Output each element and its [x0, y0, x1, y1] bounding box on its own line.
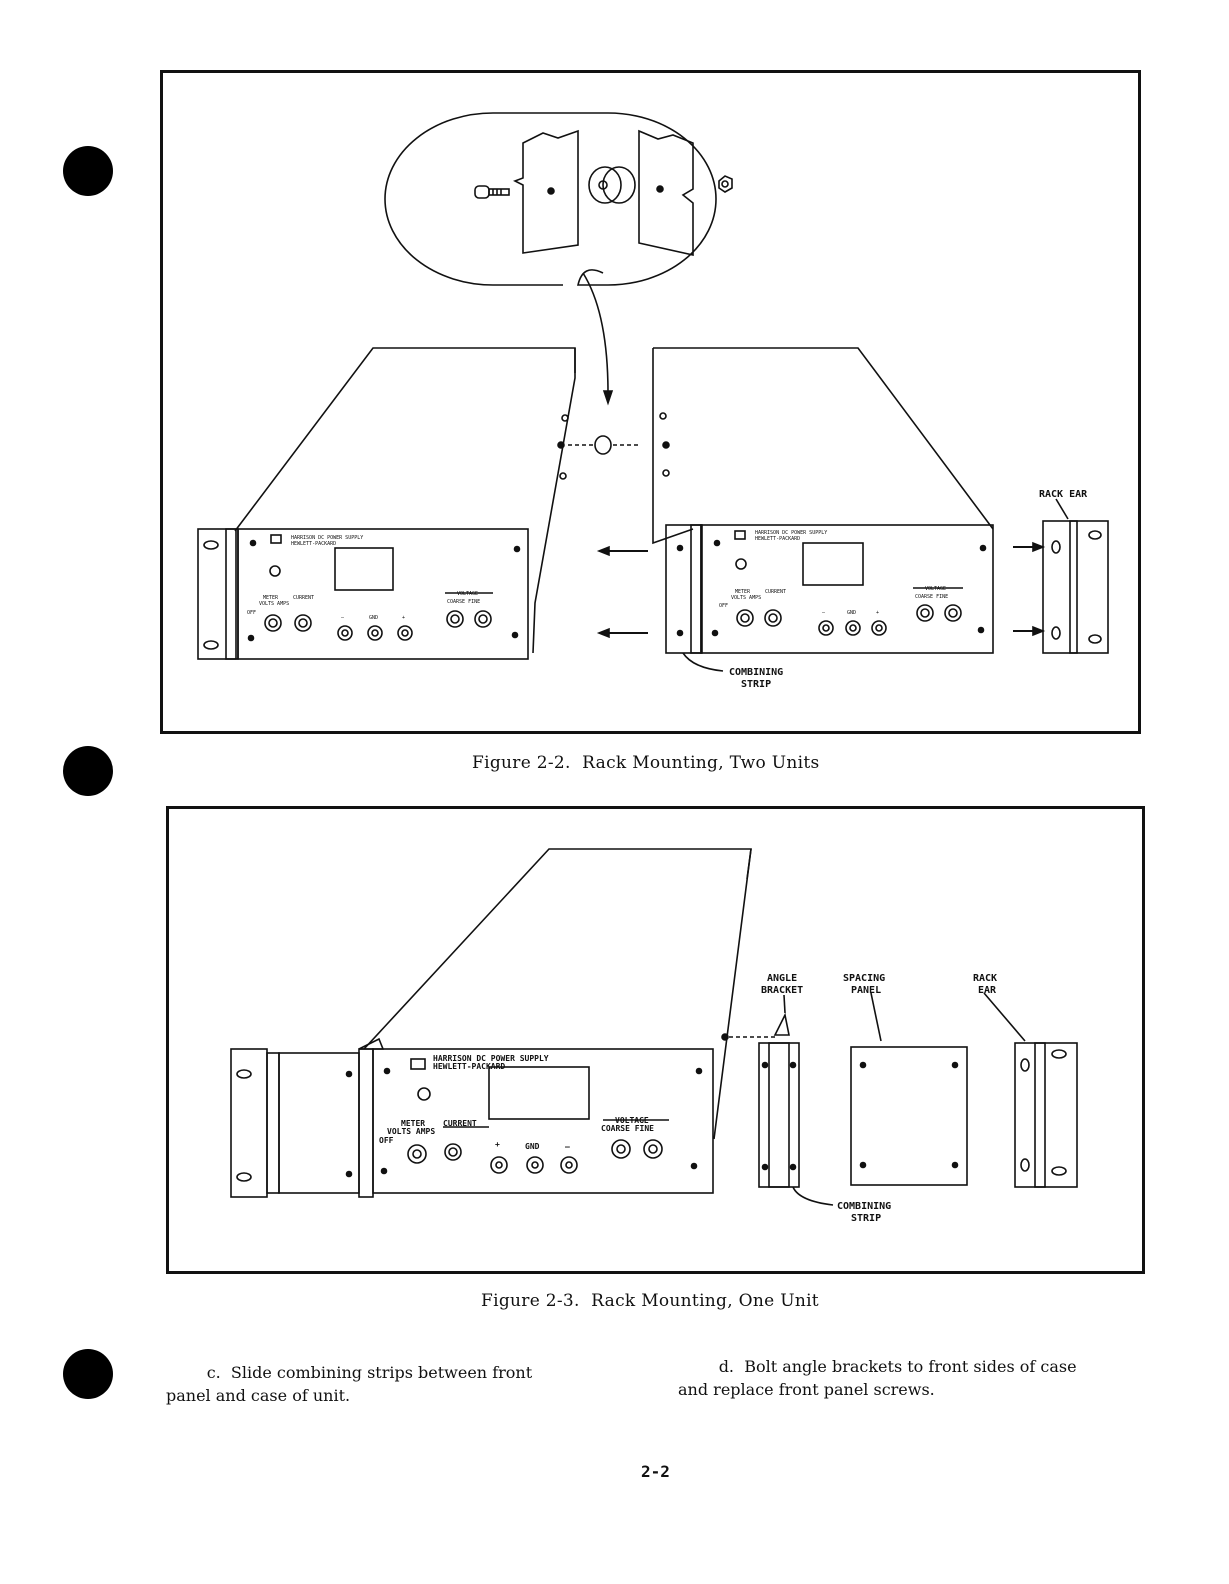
spacing-panel: [850, 1046, 968, 1186]
combining-strip-callout-line2: STRIP: [741, 679, 771, 690]
right-meter-window: [802, 542, 864, 586]
right-voltage-label: VOLTAGE: [925, 586, 946, 592]
step-d-line2: and replace front panel screws.: [678, 1380, 935, 1399]
left-brand-line2: HEWLETT-PACKARD: [291, 541, 336, 547]
right-rack-ear: [1042, 520, 1078, 654]
left-meter-label: METER: [263, 595, 279, 601]
rack-ear-callout-line2: EAR: [978, 985, 997, 996]
combining-strip-callout-line2: STRIP: [851, 1213, 881, 1224]
combining-strip-right: [665, 524, 703, 654]
left-rack-ear: [197, 528, 237, 660]
left-minus-label: —: [341, 615, 345, 621]
left-plus-label: +: [402, 615, 405, 621]
plus-label: +: [495, 1140, 500, 1149]
left-meter-window: [334, 547, 394, 591]
figure-2-2: HARRISON DC POWER SUPPLY HEWLETT-PACKARD…: [160, 70, 1141, 734]
current-label: CURRENT: [443, 1119, 477, 1128]
right-off-label: OFF: [719, 603, 728, 609]
figure-2-2-drawing: HARRISON DC POWER SUPPLY HEWLETT-PACKARD…: [197, 112, 1109, 690]
rack-ear-callout: RACK EAR: [1039, 489, 1088, 500]
unit-case: [363, 848, 752, 1140]
figure-2-3: HARRISON DC POWER SUPPLY HEWLETT-PACKARD…: [166, 806, 1145, 1274]
left-volts-amps-label: VOLTS AMPS: [259, 601, 289, 607]
gnd-label: GND: [525, 1142, 540, 1151]
combining-strip-callout-line1: COMBINING: [837, 1201, 891, 1212]
right-plus-label: +: [876, 610, 879, 616]
figure-2-3-caption: Figure 2-3. Rack Mounting, One Unit: [481, 1291, 819, 1311]
page-number: 2-2: [641, 1462, 670, 1481]
left-gnd-label: GND: [369, 615, 378, 621]
right-unit-case: [653, 347, 994, 530]
meter-label: METER: [401, 1119, 425, 1128]
right-meter-label: METER: [735, 589, 751, 595]
volts-amps-label: VOLTS AMPS: [387, 1127, 435, 1136]
right-gnd-label: GND: [847, 610, 856, 616]
spacing-panel-callout-line2: PANEL: [851, 985, 881, 996]
left-voltage-label: VOLTAGE: [457, 591, 478, 597]
rack-ear: [1014, 1042, 1046, 1188]
angle-bracket-callout-line1: ANGLE: [767, 973, 797, 984]
bracket-piece-left: [513, 129, 579, 254]
brand-line2: HEWLETT-PACKARD: [433, 1062, 505, 1071]
coarse-fine-label: COARSE FINE: [601, 1124, 654, 1133]
step-c-line1: c. Slide combining strips between front: [166, 1363, 533, 1382]
left-current-label: CURRENT: [293, 595, 314, 601]
meter-window: [488, 1066, 590, 1120]
angle-bracket-callout-line2: BRACKET: [761, 985, 803, 996]
spacer-icon: [588, 166, 636, 204]
left-brand-line1: HARRISON DC POWER SUPPLY: [291, 535, 363, 541]
bolt-icon: [474, 185, 510, 199]
off-label: OFF: [379, 1136, 394, 1145]
voltage-label: VOLTAGE: [615, 1116, 649, 1125]
step-c-line2: panel and case of unit.: [166, 1386, 351, 1405]
right-volts-amps-label: VOLTS AMPS: [731, 595, 761, 601]
step-d-line1: d. Bolt angle brackets to front sides of…: [678, 1357, 1077, 1376]
right-coarse-fine-label: COARSE FINE: [915, 594, 948, 600]
binder-hole-top: [63, 146, 113, 196]
right-front-panel: [700, 524, 994, 654]
right-current-label: CURRENT: [765, 589, 786, 595]
binder-hole-bottom: [63, 1349, 113, 1399]
spacing-panel-callout-line1: SPACING: [843, 973, 885, 984]
attached-angle-bracket: [358, 1048, 374, 1198]
figure-2-2-caption: Figure 2-2. Rack Mounting, Two Units: [472, 753, 820, 773]
combining-strip-callout-line1: COMBINING: [729, 667, 783, 678]
detail-balloon: [493, 112, 717, 286]
right-brand-line1: HARRISON DC POWER SUPPLY: [755, 530, 827, 536]
rack-ear-callout-line1: RACK: [973, 973, 997, 984]
figure-2-3-drawing: HARRISON DC POWER SUPPLY HEWLETT-PACKARD…: [230, 848, 1078, 1224]
right-minus-label: —: [822, 610, 826, 616]
nut-icon: [718, 175, 733, 193]
binder-hole-middle: [63, 746, 113, 796]
right-brand-line2: HEWLETT-PACKARD: [755, 536, 800, 542]
front-panel: [372, 1048, 714, 1194]
minus-label: —: [565, 1142, 570, 1151]
brand-line1: HARRISON DC POWER SUPPLY: [433, 1054, 549, 1063]
left-off-label: OFF: [247, 610, 256, 616]
left-front-panel: [237, 528, 529, 660]
left-unit-case: [234, 347, 576, 654]
bracket-piece-right: [638, 129, 694, 256]
left-coarse-fine-label: COARSE FINE: [447, 599, 480, 605]
